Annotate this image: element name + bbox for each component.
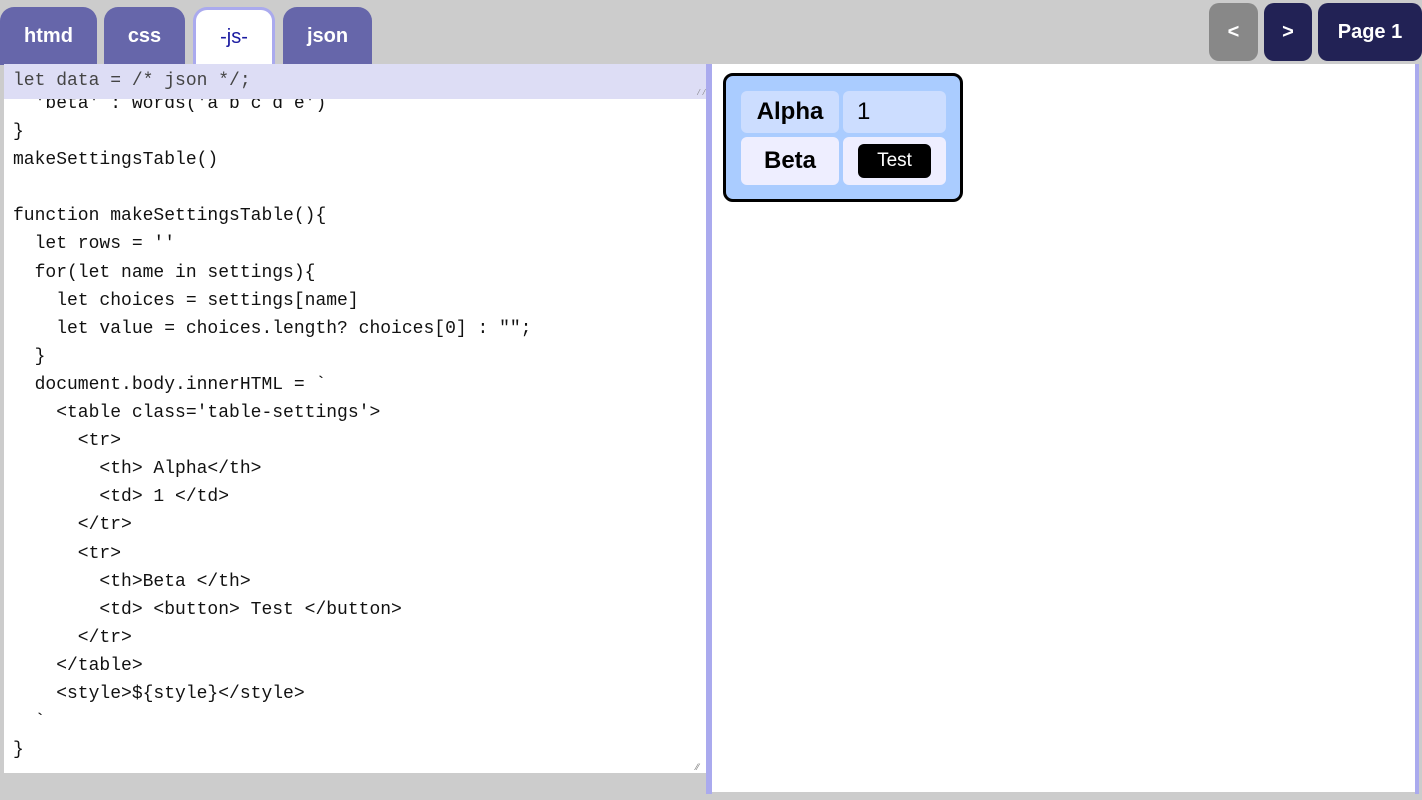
value-beta: Test	[843, 137, 946, 185]
value-alpha: 1	[843, 91, 946, 133]
data-header-text: let data = /* json */;	[13, 71, 251, 91]
test-button[interactable]: Test	[858, 144, 931, 178]
tab-css[interactable]: css	[104, 7, 185, 65]
preview-border	[1415, 64, 1419, 794]
data-header-input[interactable]: let data = /* json */; ⁄⁄	[4, 64, 706, 99]
page-indicator[interactable]: Page 1	[1318, 3, 1422, 61]
tab-json[interactable]: json	[283, 7, 372, 65]
prev-page-button[interactable]: <	[1209, 3, 1258, 61]
settings-table: Alpha 1 Beta Test	[723, 73, 963, 202]
preview-pane: Alpha 1 Beta Test	[712, 64, 1415, 792]
code-editor[interactable]: let data = /* json */; ⁄⁄ 'beta' : words…	[4, 64, 706, 773]
resize-handle-icon[interactable]: ⁄⁄	[696, 762, 700, 772]
pane-divider[interactable]	[706, 64, 712, 794]
header-alpha: Alpha	[741, 91, 839, 133]
code-text[interactable]: 'beta' : words('a b c d e') } makeSettin…	[13, 94, 532, 761]
tab-htmd[interactable]: htmd	[0, 7, 97, 65]
next-page-button[interactable]: >	[1264, 3, 1312, 61]
header-beta: Beta	[741, 137, 839, 185]
tab-js[interactable]: -js-	[193, 7, 275, 65]
resize-handle-icon[interactable]: ⁄⁄	[696, 88, 706, 98]
